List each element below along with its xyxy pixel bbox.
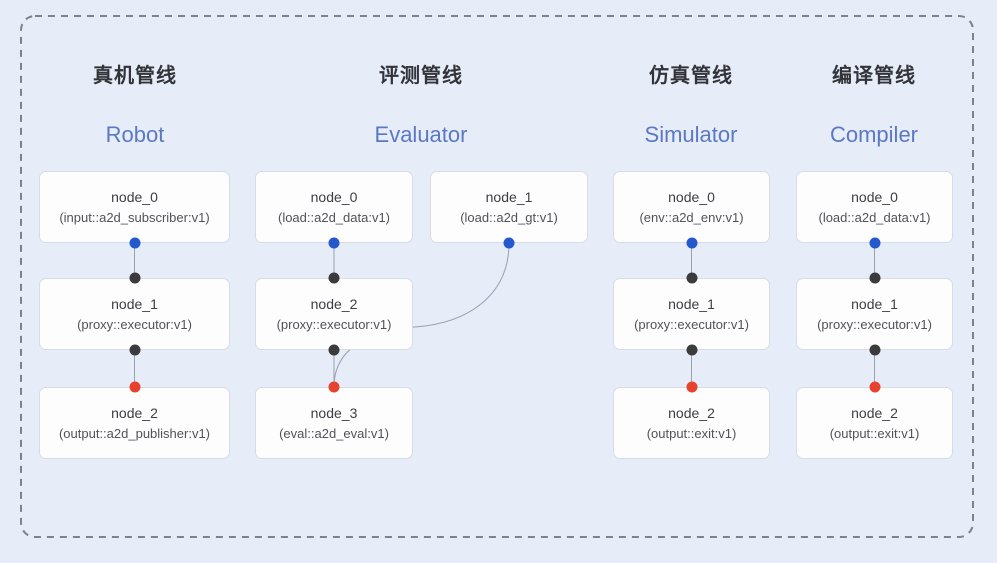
node-type: (output::exit:v1) <box>829 426 920 441</box>
port-dot-blue-r0 <box>129 237 140 249</box>
port-dot-dark-e2 <box>328 344 340 356</box>
pipeline-header-evaluator: 评测管线 Evaluator <box>375 0 468 146</box>
pipeline-header-simulator: 仿真管线 Simulator <box>645 0 738 146</box>
node-type: (proxy::executor:v1) <box>77 317 192 332</box>
pipeline-node-robot-node_0: node_0 (input::a2d_subscriber:v1) <box>39 171 230 243</box>
node-type: (output::exit:v1) <box>646 426 737 441</box>
port-dot-red-r2 <box>129 381 140 393</box>
pipeline-node-evaluator-node_3: node_3 (eval::a2d_eval:v1) <box>255 387 413 459</box>
edge-e1-to-e3 <box>333 242 510 388</box>
node-type: (env::a2d_env:v1) <box>639 210 744 225</box>
port-dot-red-s2 <box>686 381 697 393</box>
pipeline-node-evaluator-node_0: node_0 (load::a2d_data:v1) <box>255 171 413 243</box>
pipeline-title-en: Evaluator <box>374 122 468 147</box>
pipeline-header-compiler: 编译管线 Compiler <box>830 0 918 146</box>
pipeline-header-robot: 真机管线 Robot <box>93 0 177 146</box>
node-type: (load::a2d_data:v1) <box>277 210 391 225</box>
pipeline-title-zh: 仿真管线 <box>648 65 733 87</box>
node-name: node_0 <box>851 189 898 205</box>
port-dot-red-c2 <box>869 381 880 393</box>
pipeline-title-en: Robot <box>105 122 165 147</box>
pipeline-title-zh: 真机管线 <box>93 65 177 87</box>
port-dot-blue-e1 <box>503 237 515 249</box>
pipeline-title-en: Compiler <box>829 122 919 147</box>
node-type: (proxy::executor:v1) <box>634 317 749 332</box>
node-name: node_1 <box>668 296 715 312</box>
pipeline-node-robot-node_2: node_2 (output::a2d_publisher:v1) <box>39 387 230 459</box>
node-type: (load::a2d_data:v1) <box>818 210 931 225</box>
node-name: node_2 <box>851 405 898 421</box>
pipeline-node-evaluator-node_2: node_2 (proxy::executor:v1) <box>255 278 413 350</box>
port-dot-red-e3 <box>328 381 340 393</box>
node-name: node_2 <box>111 405 158 421</box>
dashed-frame <box>20 15 974 538</box>
port-dot-blue-e0 <box>328 237 340 249</box>
pipeline-node-simulator-node_2: node_2 (output::exit:v1) <box>613 387 770 459</box>
pipeline-title-zh: 编译管线 <box>832 65 916 87</box>
pipeline-node-simulator-node_1: node_1 (proxy::executor:v1) <box>613 278 770 350</box>
node-type: (input::a2d_subscriber:v1) <box>59 210 210 225</box>
node-name: node_1 <box>111 296 158 312</box>
node-type: (proxy::executor:v1) <box>276 317 392 332</box>
port-dot-dark-r1 <box>129 272 140 284</box>
pipeline-node-evaluator-node_1: node_1 (load::a2d_gt:v1) <box>430 171 588 243</box>
port-dot-dark-s1 <box>686 344 697 356</box>
pipeline-node-compiler-node_0: node_0 (load::a2d_data:v1) <box>796 171 953 243</box>
node-name: node_0 <box>310 189 358 205</box>
port-dot-dark-c1 <box>869 344 880 356</box>
port-dot-dark-s1 <box>686 272 697 284</box>
pipeline-node-robot-node_1: node_1 (proxy::executor:v1) <box>39 278 230 350</box>
node-name: node_1 <box>485 189 533 205</box>
port-dot-dark-c1 <box>869 272 880 284</box>
node-name: node_0 <box>668 189 715 205</box>
port-dot-dark-r1 <box>129 344 140 356</box>
pipeline-node-compiler-node_2: node_2 (output::exit:v1) <box>796 387 953 459</box>
port-dot-blue-c0 <box>869 237 880 249</box>
node-name: node_2 <box>668 405 715 421</box>
node-name: node_1 <box>851 296 898 312</box>
pipeline-title-en: Simulator <box>644 122 738 147</box>
pipeline-title-zh: 评测管线 <box>378 65 463 87</box>
node-type: (load::a2d_gt:v1) <box>460 210 558 225</box>
node-type: (eval::a2d_eval:v1) <box>279 426 389 441</box>
port-dot-dark-e2 <box>328 272 340 284</box>
pipeline-node-simulator-node_0: node_0 (env::a2d_env:v1) <box>613 171 770 243</box>
port-dot-blue-s0 <box>686 237 697 249</box>
node-name: node_2 <box>310 296 358 312</box>
node-type: (output::a2d_publisher:v1) <box>58 426 211 441</box>
node-type: (proxy::executor:v1) <box>817 317 932 332</box>
node-name: node_3 <box>310 405 358 421</box>
node-name: node_0 <box>111 189 158 205</box>
pipeline-node-compiler-node_1: node_1 (proxy::executor:v1) <box>796 278 953 350</box>
